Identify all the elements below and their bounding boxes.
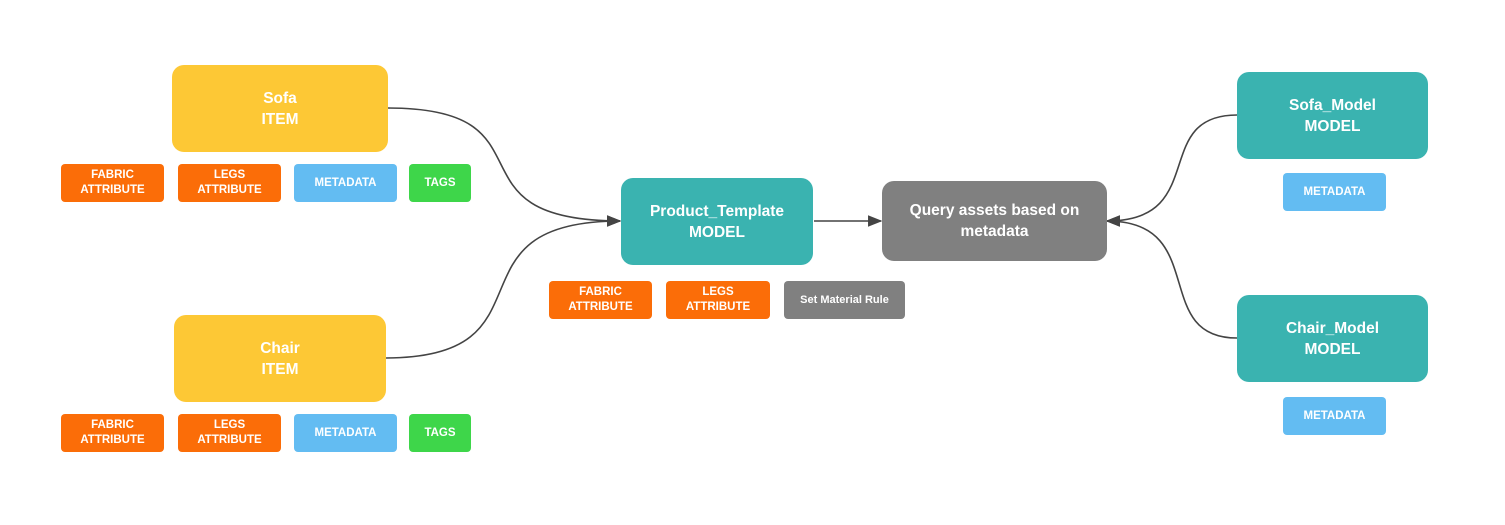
template-legs-attribute-tag[interactable]: LEGS ATTRIBUTE bbox=[666, 281, 770, 319]
product-template-name: Product_Template bbox=[649, 202, 785, 220]
sofa-metadata-tag[interactable]: METADATA bbox=[294, 164, 397, 202]
chair-metadata-tag[interactable]: METADATA bbox=[294, 414, 397, 452]
product-template-type: MODEL bbox=[689, 223, 745, 241]
sofa-item-node[interactable]: Sofa ITEM bbox=[172, 65, 388, 152]
tag-label: TAGS bbox=[424, 176, 456, 189]
sofa-model-name: Sofa_Model bbox=[1289, 96, 1376, 114]
chair-model-node[interactable]: Chair_Model MODEL bbox=[1237, 295, 1428, 382]
sofa-model-metadata-tag[interactable]: METADATA bbox=[1283, 173, 1386, 211]
tag-label: ATTRIBUTE bbox=[80, 434, 145, 446]
chair-model-name: Chair_Model bbox=[1285, 319, 1379, 337]
tag-label: LEGS bbox=[213, 169, 246, 181]
chair-item-type: ITEM bbox=[261, 360, 299, 378]
tag-label: METADATA bbox=[1303, 185, 1366, 198]
tag-label: ATTRIBUTE bbox=[568, 301, 633, 313]
chair-model-metadata-tag[interactable]: METADATA bbox=[1283, 397, 1386, 435]
set-material-rule-tag[interactable]: Set Material Rule bbox=[784, 281, 905, 319]
tag-label: ATTRIBUTE bbox=[685, 301, 751, 313]
tag-label: METADATA bbox=[1303, 409, 1366, 422]
connector-sofa-to-template bbox=[387, 107, 622, 227]
product-template-model-node[interactable]: Product_Template MODEL bbox=[621, 178, 813, 265]
query-assets-node[interactable]: Query assets based on metadata bbox=[882, 181, 1107, 261]
chair-tags-tag[interactable]: TAGS bbox=[409, 414, 471, 452]
sofa-fabric-attribute-tag[interactable]: FABRIC ATTRIBUTE bbox=[61, 164, 164, 202]
query-line-2: metadata bbox=[960, 223, 1029, 240]
chair-item-node[interactable]: Chair ITEM bbox=[174, 315, 386, 402]
tag-label: METADATA bbox=[314, 176, 377, 189]
sofa-legs-attribute-tag[interactable]: LEGS ATTRIBUTE bbox=[178, 164, 281, 202]
connector-chair-model-to-query bbox=[1105, 215, 1238, 339]
chair-legs-attribute-tag[interactable]: LEGS ATTRIBUTE bbox=[178, 414, 281, 452]
sofa-tags-tag[interactable]: TAGS bbox=[409, 164, 471, 202]
tag-label: FABRIC bbox=[91, 419, 134, 431]
tag-label: FABRIC bbox=[579, 286, 622, 298]
chair-item-name: Chair bbox=[260, 339, 300, 357]
tag-label: TAGS bbox=[424, 426, 456, 439]
tag-label: ATTRIBUTE bbox=[197, 434, 262, 446]
sofa-model-node[interactable]: Sofa_Model MODEL bbox=[1237, 72, 1428, 159]
sofa-model-type: MODEL bbox=[1304, 117, 1361, 135]
connector-chair-to-template bbox=[385, 215, 622, 359]
tag-label: METADATA bbox=[314, 426, 377, 439]
sofa-item-name: Sofa bbox=[263, 89, 297, 107]
sofa-item-type: ITEM bbox=[261, 110, 299, 128]
tag-label: LEGS bbox=[702, 286, 734, 298]
tag-label: LEGS bbox=[213, 419, 246, 431]
chair-model-type: MODEL bbox=[1304, 340, 1361, 358]
connector-sofa-model-to-query bbox=[1105, 114, 1238, 227]
chair-fabric-attribute-tag[interactable]: FABRIC ATTRIBUTE bbox=[61, 414, 164, 452]
query-line-1: Query assets based on bbox=[909, 202, 1080, 219]
template-fabric-attribute-tag[interactable]: FABRIC ATTRIBUTE bbox=[549, 281, 652, 319]
tag-label: FABRIC bbox=[91, 169, 134, 181]
tag-label: ATTRIBUTE bbox=[197, 184, 262, 196]
tag-label: ATTRIBUTE bbox=[80, 184, 145, 196]
tag-label: Set Material Rule bbox=[800, 293, 889, 306]
